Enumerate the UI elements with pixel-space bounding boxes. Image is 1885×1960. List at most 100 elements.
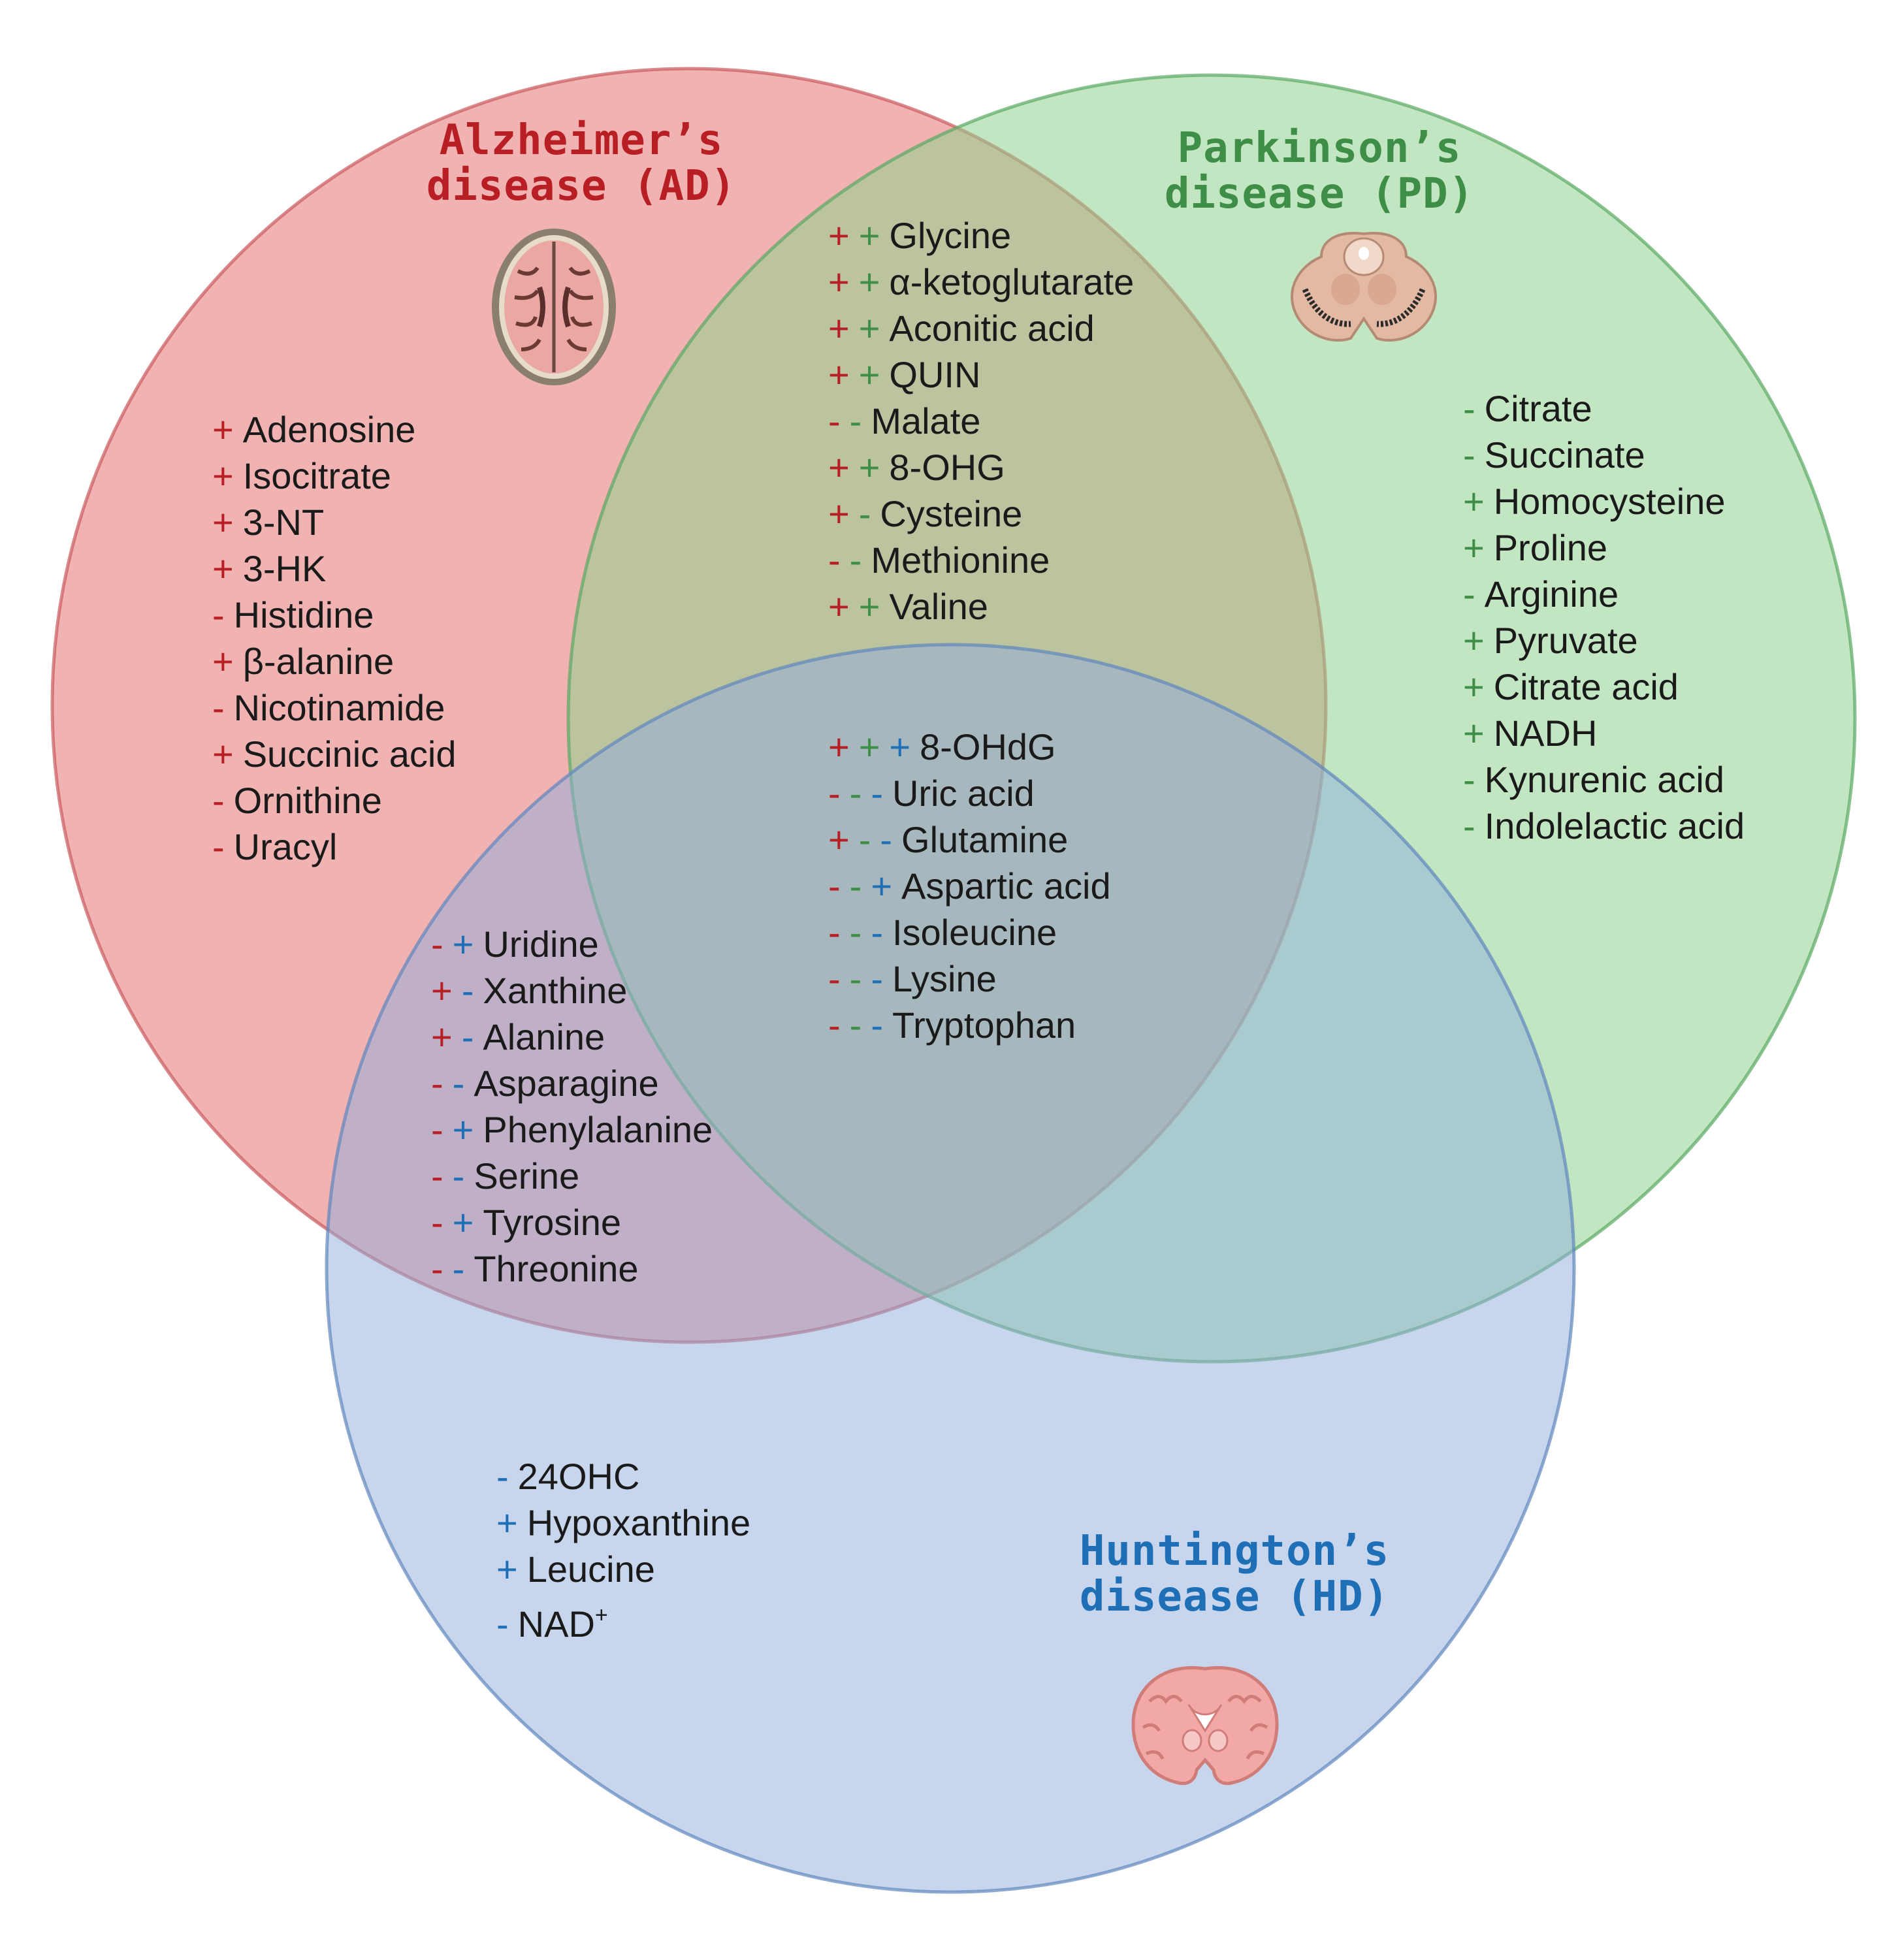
change-sign-pd: - bbox=[849, 865, 862, 907]
metabolite-name: Asparagine bbox=[474, 1063, 659, 1104]
metabolite-row: ++Glycine bbox=[828, 212, 1134, 259]
metabolite-name: Citrate bbox=[1484, 388, 1592, 429]
change-sign-ad: - bbox=[828, 912, 841, 953]
metabolite-name: α-ketoglutarate bbox=[889, 261, 1135, 302]
metabolite-name: Proline bbox=[1493, 527, 1608, 568]
pd-only-list: -Citrate-Succinate+Homocysteine+Proline-… bbox=[1463, 385, 1745, 849]
change-sign-ad: - bbox=[828, 773, 841, 814]
metabolite-name: Glutamine bbox=[901, 819, 1069, 860]
change-sign-hd: + bbox=[496, 1502, 518, 1543]
change-sign-ad: - bbox=[431, 924, 443, 965]
metabolite-row: -Uracyl bbox=[212, 824, 457, 870]
change-sign-ad: + bbox=[431, 970, 453, 1011]
metabolite-name: 24OHC bbox=[517, 1456, 640, 1497]
metabolite-row: +Homocysteine bbox=[1463, 478, 1745, 524]
change-sign-hd: - bbox=[452, 1155, 465, 1197]
metabolite-row: +β-alanine bbox=[212, 638, 457, 684]
metabolite-name: Uracyl bbox=[233, 826, 338, 867]
ad-title: Alzheimer’s disease (AD) bbox=[398, 118, 764, 209]
change-sign-ad: - bbox=[828, 1004, 841, 1046]
ad-pd-list: ++Glycine++α-ketoglutarate++Aconitic aci… bbox=[828, 212, 1134, 630]
change-sign-hd: - bbox=[871, 958, 883, 999]
ad-title-line2: disease (AD) bbox=[426, 162, 737, 210]
ad-hd-list: -+Uridine+-Xanthine+-Alanine--Asparagine… bbox=[431, 921, 713, 1292]
metabolite-row: -24OHC bbox=[496, 1453, 750, 1500]
metabolite-name: 8-OHG bbox=[889, 447, 1005, 488]
metabolite-name: β-alanine bbox=[242, 641, 395, 682]
metabolite-name: Methionine bbox=[871, 539, 1050, 581]
change-sign-ad: + bbox=[212, 733, 234, 775]
change-sign-ad: - bbox=[431, 1063, 443, 1104]
metabolite-row: -Nicotinamide bbox=[212, 684, 457, 731]
metabolite-name: Cysteine bbox=[880, 493, 1023, 534]
change-sign-ad: + bbox=[212, 409, 234, 450]
metabolite-name: Alanine bbox=[483, 1016, 605, 1057]
change-sign-hd: - bbox=[452, 1063, 465, 1104]
change-sign-ad: + bbox=[828, 447, 850, 488]
metabolite-name: Indolelactic acid bbox=[1484, 805, 1745, 846]
metabolite-name: Pyruvate bbox=[1493, 620, 1638, 661]
change-sign-hd: - bbox=[871, 773, 883, 814]
metabolite-row: ---Uric acid bbox=[828, 770, 1111, 816]
metabolite-name: Uridine bbox=[483, 924, 599, 965]
metabolite-name: Arginine bbox=[1484, 573, 1619, 615]
metabolite-name: Glycine bbox=[889, 215, 1012, 256]
change-sign-ad: + bbox=[828, 493, 850, 534]
change-sign-ad: - bbox=[212, 594, 225, 635]
change-sign-pd: - bbox=[849, 912, 862, 953]
change-sign-hd: + bbox=[496, 1549, 518, 1590]
change-sign-pd: + bbox=[858, 726, 880, 767]
change-sign-pd: - bbox=[849, 400, 862, 442]
metabolite-name: Xanthine bbox=[483, 970, 628, 1011]
change-sign-hd: - bbox=[871, 1004, 883, 1046]
metabolite-row: -Histidine bbox=[212, 592, 457, 638]
metabolite-row: +Adenosine bbox=[212, 406, 457, 453]
change-sign-pd: + bbox=[858, 215, 880, 256]
metabolite-name: Citrate acid bbox=[1493, 666, 1679, 707]
change-sign-ad: + bbox=[212, 502, 234, 543]
change-sign-ad: + bbox=[212, 641, 234, 682]
change-sign-ad: - bbox=[828, 400, 841, 442]
metabolite-row: ---Isoleucine bbox=[828, 909, 1111, 956]
metabolite-name: Lysine bbox=[892, 958, 997, 999]
metabolite-name: Adenosine bbox=[242, 409, 416, 450]
metabolite-name: Isocitrate bbox=[242, 455, 391, 496]
metabolite-row: +Hypoxanthine bbox=[496, 1500, 750, 1546]
metabolite-name: Uric acid bbox=[892, 773, 1035, 814]
change-sign-ad: + bbox=[828, 726, 850, 767]
change-sign-pd: - bbox=[1463, 434, 1475, 475]
change-sign-pd: - bbox=[858, 819, 871, 860]
change-sign-pd: - bbox=[1463, 805, 1475, 846]
change-sign-pd: - bbox=[1463, 759, 1475, 800]
change-sign-ad: + bbox=[828, 308, 850, 349]
metabolite-name: NAD bbox=[517, 1603, 595, 1645]
metabolite-row: -Kynurenic acid bbox=[1463, 756, 1745, 803]
change-sign-pd: + bbox=[858, 261, 880, 302]
change-sign-ad: - bbox=[828, 539, 841, 581]
change-sign-pd: + bbox=[858, 308, 880, 349]
change-sign-hd: + bbox=[452, 1202, 474, 1243]
change-sign-ad: - bbox=[828, 958, 841, 999]
metabolite-row: +-Alanine bbox=[431, 1014, 713, 1060]
metabolite-name: Nicotinamide bbox=[233, 687, 445, 728]
metabolite-row: -+Tyrosine bbox=[431, 1199, 713, 1245]
change-sign-hd: - bbox=[452, 1248, 465, 1289]
metabolite-row: -Arginine bbox=[1463, 571, 1745, 617]
change-sign-ad: + bbox=[212, 548, 234, 589]
metabolite-superscript: + bbox=[594, 1603, 608, 1628]
change-sign-ad: - bbox=[431, 1248, 443, 1289]
metabolite-name: Succinic acid bbox=[242, 733, 457, 775]
change-sign-pd: - bbox=[849, 773, 862, 814]
metabolite-name: 8-OHdG bbox=[920, 726, 1056, 767]
change-sign-ad: - bbox=[431, 1109, 443, 1150]
change-sign-pd: - bbox=[849, 1004, 862, 1046]
metabolite-row: +Proline bbox=[1463, 524, 1745, 571]
metabolite-name: Phenylalanine bbox=[483, 1109, 713, 1150]
brainstem-icon bbox=[1291, 232, 1437, 342]
change-sign-hd: - bbox=[461, 1016, 474, 1057]
change-sign-ad: + bbox=[431, 1016, 453, 1057]
metabolite-row: -+Phenylalanine bbox=[431, 1106, 713, 1153]
hd-only-list: -24OHC+Hypoxanthine+Leucine-NAD+ bbox=[496, 1453, 750, 1645]
metabolite-name: QUIN bbox=[889, 354, 981, 395]
